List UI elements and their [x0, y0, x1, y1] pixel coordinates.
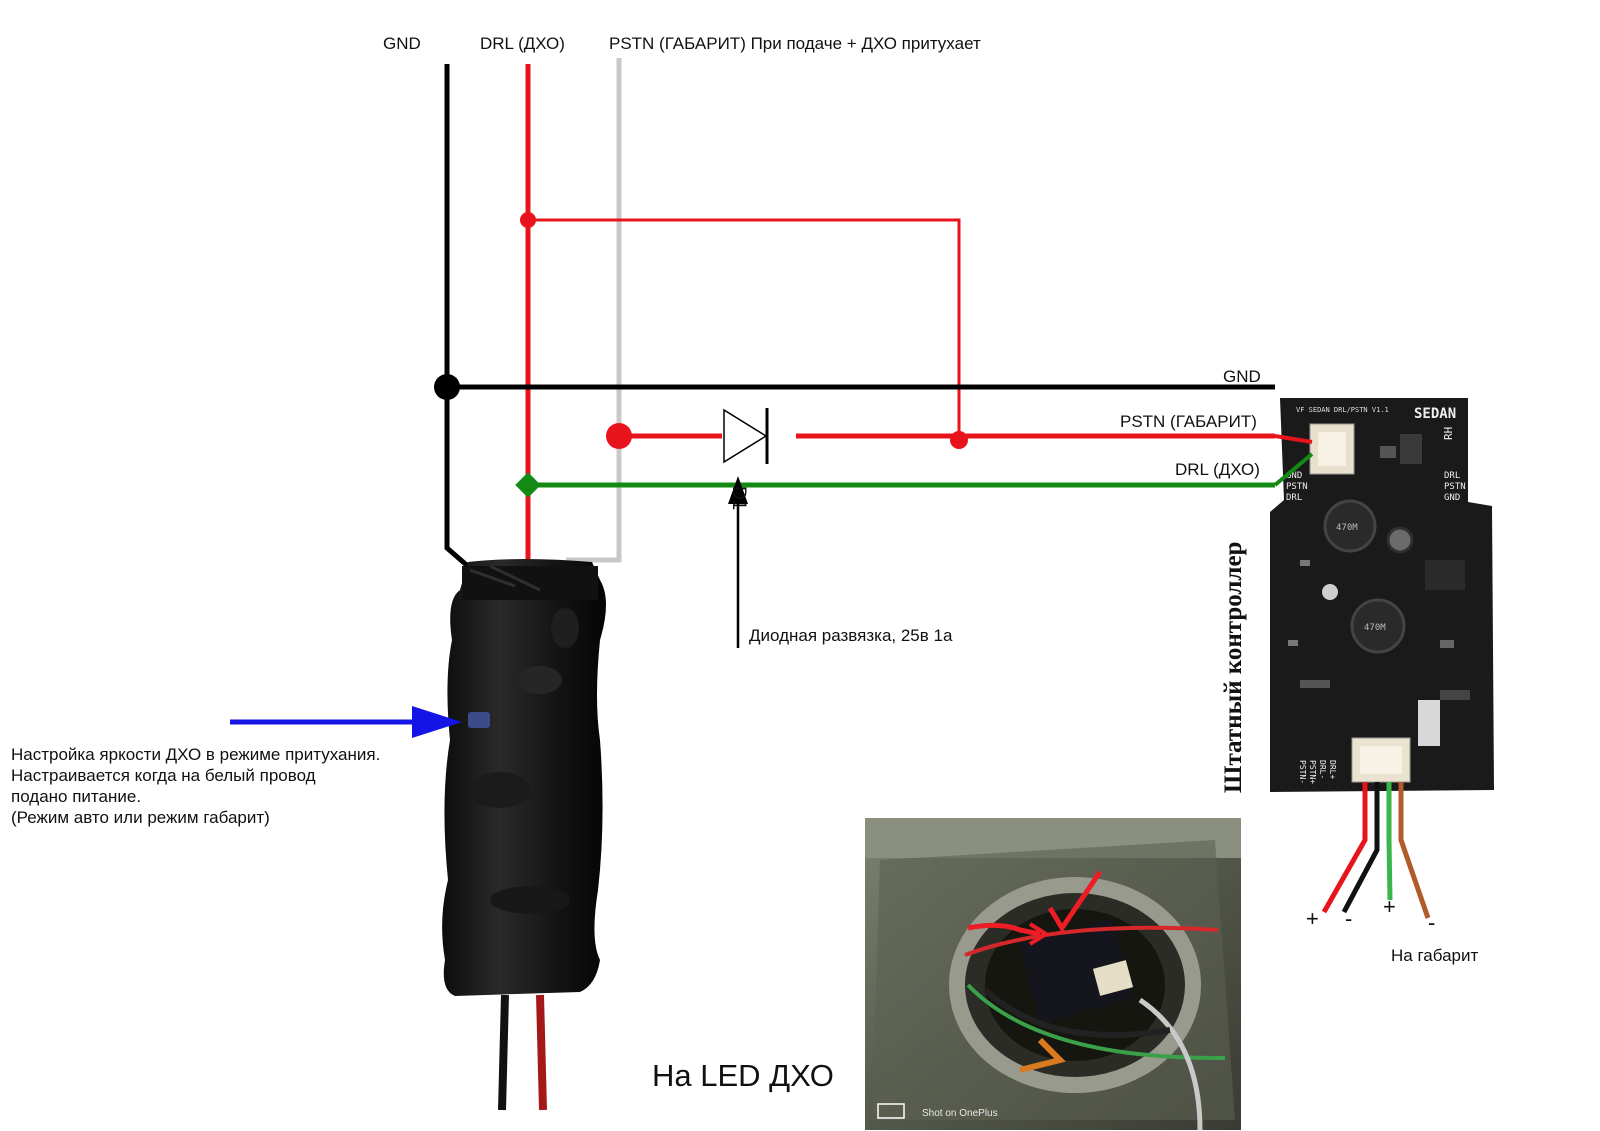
gnd-junction	[434, 374, 460, 400]
pcb-right-pin-3: GND	[1444, 493, 1460, 503]
label-top-gnd: GND	[383, 34, 421, 53]
dimmer-module	[442, 559, 606, 1111]
drl-junction-diamond	[515, 472, 541, 498]
brightness-trimmer	[468, 712, 490, 728]
pstn-input-wire	[566, 58, 622, 563]
pcb-header: VF SEDAN DRL/PSTN V1.1	[1296, 406, 1389, 414]
pcb-bottom-pin-2: PSTN+	[1308, 760, 1317, 784]
wire-red-plus	[1321, 782, 1368, 914]
gnd-input-wire	[444, 64, 502, 596]
label-bus-drl: DRL (ДХО)	[1175, 460, 1260, 479]
drl-junction-top	[520, 212, 536, 228]
pcb-left-pin-3: DRL	[1286, 493, 1302, 503]
drl-to-pstn-link	[528, 218, 961, 440]
pcb-bottom-pin-1: PSTN-	[1298, 760, 1307, 784]
photo-caption: На LED ДХО	[652, 1058, 834, 1093]
wire-black-minus	[1341, 782, 1380, 914]
photo-watermark: Shot on OnePlus	[922, 1108, 998, 1119]
wire-sign-1: +	[1306, 906, 1319, 931]
pcb-name: SEDAN	[1414, 406, 1456, 422]
diode-note: Диодная развязка, 25в 1а	[749, 626, 953, 645]
wire-sign-3: +	[1383, 894, 1396, 919]
controller-title: Штатный контроллер	[1220, 541, 1247, 793]
pstn-junction-right	[950, 431, 968, 449]
brightness-note-line-3: подано питание.	[11, 787, 142, 806]
pcb-inductor-1-mark: 470M	[1336, 523, 1358, 533]
label-bus-pstn: PSTN (ГАБАРИТ)	[1120, 412, 1257, 431]
pcb-right-pin-1: DRL	[1444, 471, 1460, 481]
pcb-side-mark: RH	[1442, 427, 1455, 440]
pcb-left-pin-1: GND	[1286, 471, 1302, 481]
pcb-inductor-2-mark: 470M	[1364, 623, 1386, 633]
wire-sign-2: -	[1345, 906, 1353, 931]
pcb-right-pin-2: PSTN	[1444, 482, 1466, 492]
diode-ref-label: D1	[728, 486, 749, 511]
brightness-arrowhead	[412, 706, 462, 738]
diode-d1	[722, 408, 796, 464]
wire-green-plus	[1386, 782, 1393, 901]
brightness-note-line-2: Настраивается когда на белый провод	[11, 766, 316, 785]
led-drl-photo: Shot on OnePlus	[865, 818, 1241, 1131]
wire-sign-4: -	[1428, 910, 1436, 935]
brightness-note-line-1: Настройка яркости ДХО в режиме притухани…	[11, 745, 381, 764]
gabarit-label: На габарит	[1391, 946, 1479, 965]
pcb-bottom-pin-4: DRL+	[1328, 760, 1337, 779]
label-bus-gnd: GND	[1223, 367, 1261, 386]
pcb-left-pin-2: PSTN	[1286, 482, 1308, 492]
brightness-note-line-4: (Режим авто или режим габарит)	[11, 808, 270, 827]
label-top-pstn: PSTN (ГАБАРИТ) При подаче + ДХО притухае…	[609, 34, 981, 53]
controller-pcb: SEDAN VF SEDAN DRL/PSTN V1.1 RH GND PSTN…	[1270, 398, 1494, 792]
label-top-drl: DRL (ДХО)	[480, 34, 565, 53]
pcb-bottom-pin-3: DRL-	[1318, 760, 1327, 779]
diode-note-arrowhead	[728, 476, 748, 504]
wire-brown-minus	[1398, 782, 1431, 919]
brightness-note: Настройка яркости ДХО в режиме притухани…	[11, 744, 380, 828]
pstn-junction-left	[606, 423, 632, 449]
